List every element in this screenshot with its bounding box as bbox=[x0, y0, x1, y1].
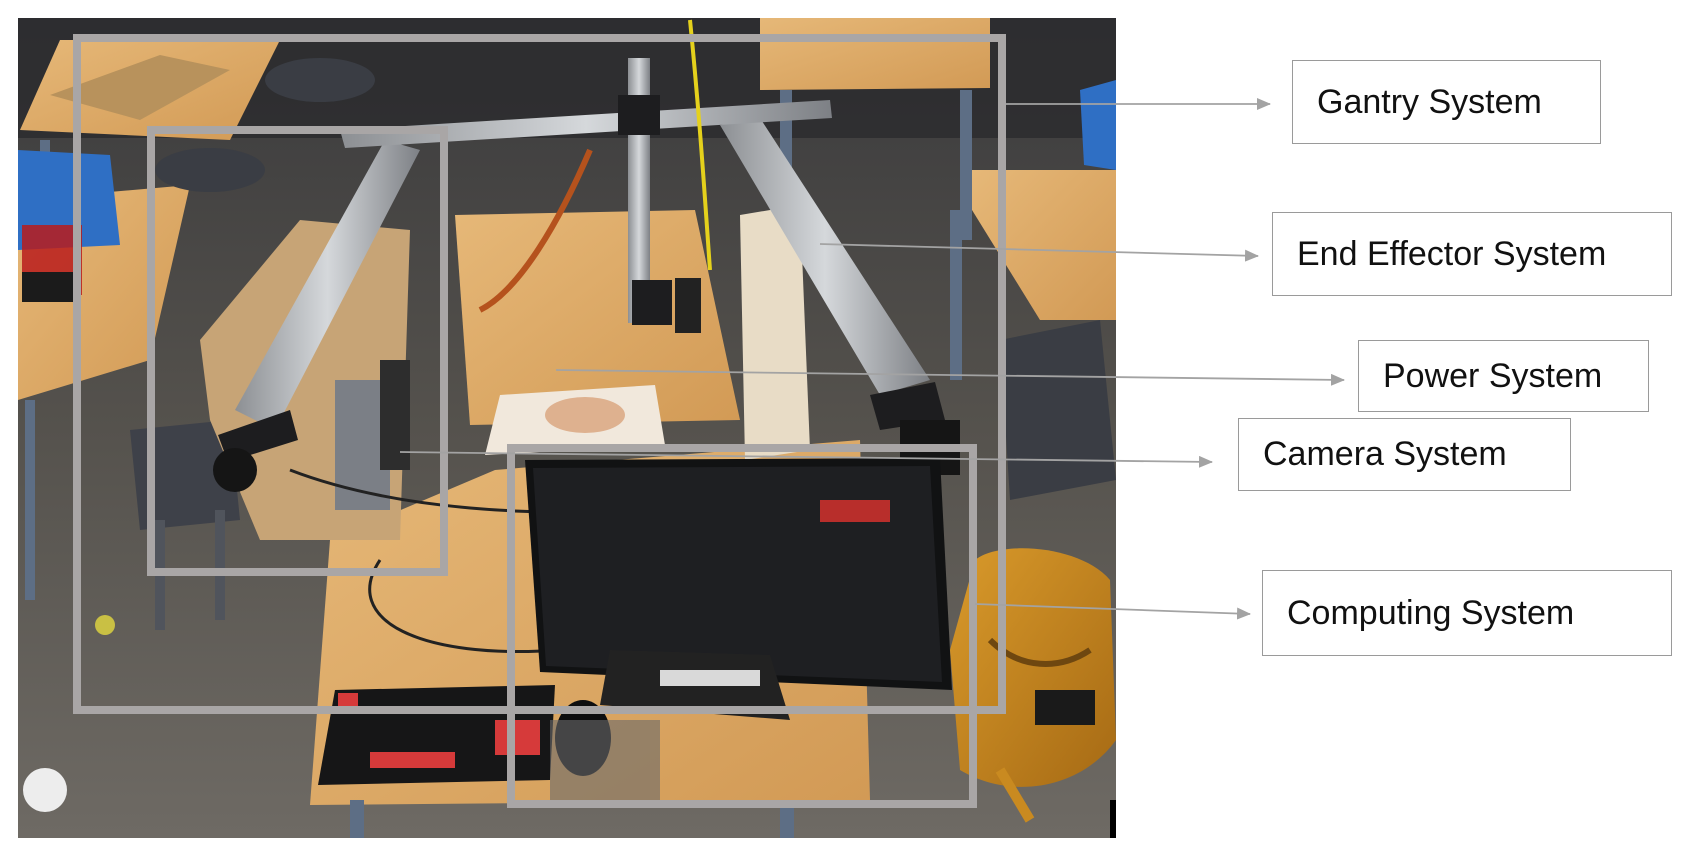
end-effector-system-label: End Effector System bbox=[1272, 212, 1672, 296]
workshop-photo bbox=[18, 18, 1116, 838]
gantry-system-label: Gantry System bbox=[1292, 60, 1601, 144]
gantry-system-label-text: Gantry System bbox=[1317, 82, 1542, 121]
camera-system-label-text: Camera System bbox=[1263, 435, 1507, 473]
region-outlines bbox=[73, 34, 1006, 808]
computing-arrow bbox=[974, 603, 1251, 620]
computing-system-label: Computing System bbox=[1262, 570, 1672, 656]
camera-system-label: Camera System bbox=[1238, 418, 1571, 491]
gantry-region-outline bbox=[73, 34, 1006, 714]
end-effector-system-label-text: End Effector System bbox=[1297, 234, 1607, 273]
power-region-outline bbox=[147, 126, 448, 576]
power-system-label: Power System bbox=[1358, 340, 1649, 412]
leader-arrows bbox=[399, 98, 1345, 620]
power-arrow bbox=[555, 369, 1345, 386]
camera-arrow bbox=[399, 451, 1213, 468]
end-effector-arrow bbox=[819, 243, 1259, 262]
computing-region-outline bbox=[507, 444, 977, 808]
computing-system-label-text: Computing System bbox=[1287, 593, 1575, 632]
power-system-label-text: Power System bbox=[1383, 356, 1603, 395]
